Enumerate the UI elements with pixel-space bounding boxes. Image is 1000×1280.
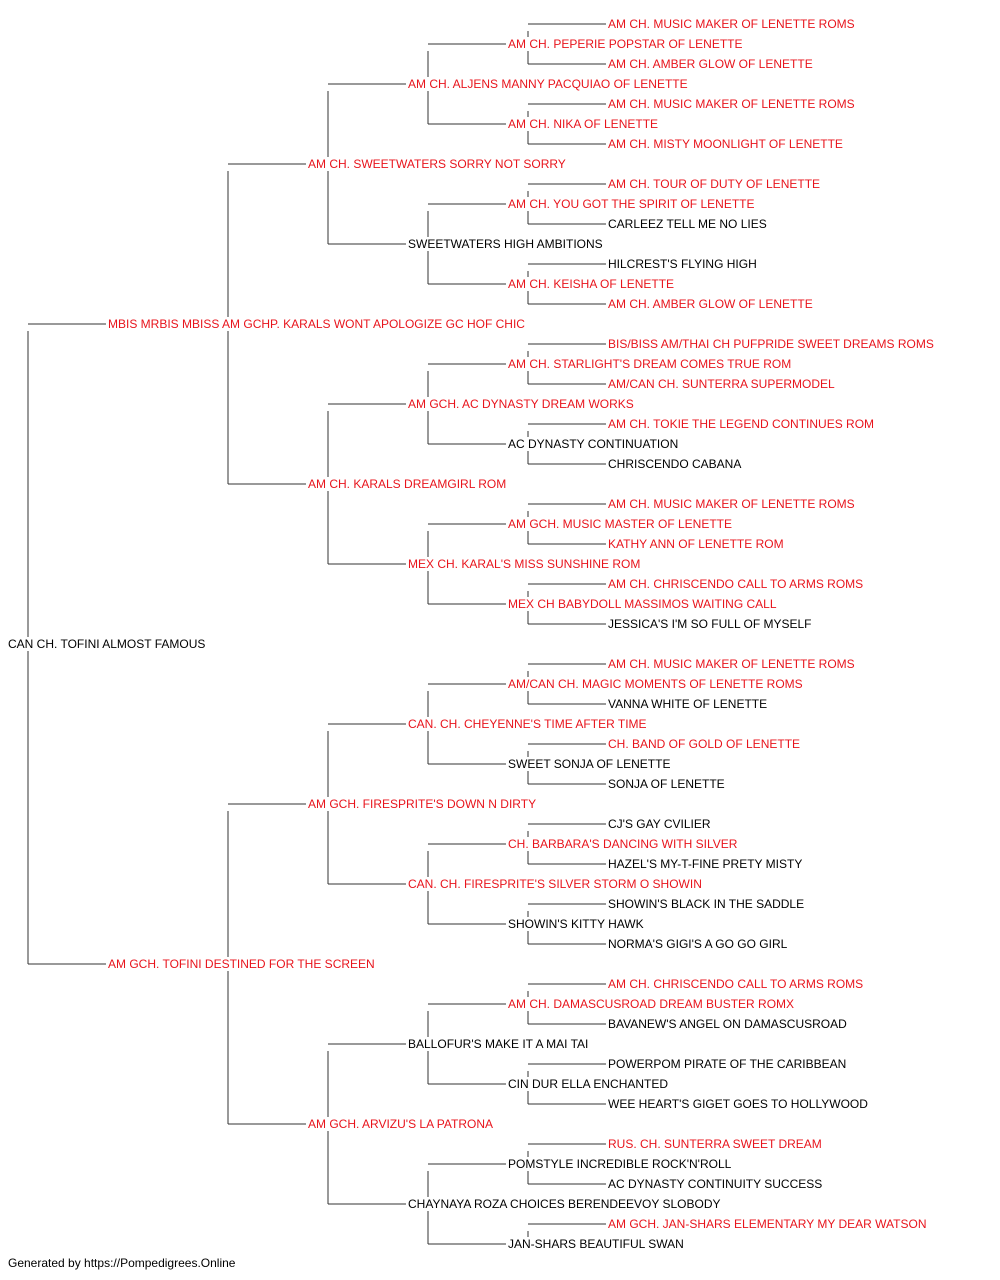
pedigree-dog-name: AM/CAN CH. MAGIC MOMENTS OF LENETTE ROMS [508, 677, 803, 691]
pedigree-dog-name: AM CH. CHRISCENDO CALL TO ARMS ROMS [608, 577, 863, 591]
pedigree-dog-name: JAN-SHARS BEAUTIFUL SWAN [508, 1237, 684, 1250]
pedigree-dog-name: AM CH. AMBER GLOW OF LENETTE [608, 57, 813, 71]
pedigree-dog-name: AM GCH. TOFINI DESTINED FOR THE SCREEN [108, 957, 375, 971]
pedigree-dog-name: CH. BAND OF GOLD OF LENETTE [608, 737, 800, 751]
pedigree-dog-name: AM CH. AMBER GLOW OF LENETTE [608, 297, 813, 311]
pedigree-dog-name: MEX CH BABYDOLL MASSIMOS WAITING CALL [508, 597, 777, 611]
pedigree-dog-name: CH. BARBARA'S DANCING WITH SILVER [508, 837, 738, 851]
pedigree-dog-name: AM/CAN CH. SUNTERRA SUPERMODEL [608, 377, 835, 391]
pedigree-dog-name: AM CH. MUSIC MAKER OF LENETTE ROMS [608, 497, 855, 511]
pedigree-dog-name: AM CH. PEPERIE POPSTAR OF LENETTE [508, 37, 743, 51]
pedigree-dog-name: VANNA WHITE OF LENETTE [608, 697, 767, 711]
pedigree-dog-name: BAVANEW'S ANGEL ON DAMASCUSROAD [608, 1017, 847, 1031]
footer-credit: Generated by https://Pompedigrees.Online [8, 1256, 236, 1270]
pedigree-dog-name: AM CH. YOU GOT THE SPIRIT OF LENETTE [508, 197, 755, 211]
pedigree-dog-name: AM CH. TOKIE THE LEGEND CONTINUES ROM [608, 417, 874, 431]
pedigree-dog-name: AM GCH. MUSIC MASTER OF LENETTE [508, 517, 732, 531]
pedigree-dog-name: SONJA OF LENETTE [608, 777, 725, 791]
pedigree-dog-name: HILCREST'S FLYING HIGH [608, 257, 757, 271]
pedigree-dog-name: SHOWIN'S KITTY HAWK [508, 917, 644, 931]
pedigree-dog-name: AM CH. MUSIC MAKER OF LENETTE ROMS [608, 97, 855, 111]
pedigree-dog-name: AM CH. KARALS DREAMGIRL ROM [308, 477, 506, 491]
pedigree-dog-name: AM CH. TOUR OF DUTY OF LENETTE [608, 177, 820, 191]
pedigree-dog-name: CAN. CH. FIRESPRITE'S SILVER STORM O SHO… [408, 877, 702, 891]
pedigree-dog-name: AM CH. DAMASCUSROAD DREAM BUSTER ROMX [508, 997, 794, 1011]
pedigree-dog-name: AM CH. ALJENS MANNY PACQUIAO OF LENETTE [408, 77, 688, 91]
pedigree-dog-name: CAN. CH. CHEYENNE'S TIME AFTER TIME [408, 717, 647, 731]
pedigree-dog-name: POWERPOM PIRATE OF THE CARIBBEAN [608, 1057, 846, 1071]
pedigree-dog-name: JESSICA'S I'M SO FULL OF MYSELF [608, 617, 812, 631]
pedigree-tree: CAN CH. TOFINI ALMOST FAMOUS MBIS MRBIS M… [8, 17, 934, 1250]
pedigree-dog-name: AM CH. KEISHA OF LENETTE [508, 277, 674, 291]
pedigree-dog-name: CARLEEZ TELL ME NO LIES [608, 217, 767, 231]
pedigree-dog-name: AM CH. SWEETWATERS SORRY NOT SORRY [308, 157, 566, 171]
pedigree-dog-name: SHOWIN'S BLACK IN THE SADDLE [608, 897, 804, 911]
pedigree-dog-name: AM CH. CHRISCENDO CALL TO ARMS ROMS [608, 977, 863, 991]
pedigree-dog-name: POMSTYLE INCREDIBLE ROCK'N'ROLL [508, 1157, 732, 1171]
pedigree-dog-name: BALLOFUR'S MAKE IT A MAI TAI [408, 1037, 588, 1051]
pedigree-dog-name: SWEETWATERS HIGH AMBITIONS [408, 237, 603, 251]
pedigree-dog-name: KATHY ANN OF LENETTE ROM [608, 537, 784, 551]
pedigree-dog-name: AC DYNASTY CONTINUATION [508, 437, 678, 451]
pedigree-dog-name: AM CH. NIKA OF LENETTE [508, 117, 658, 131]
pedigree-dog-name: AM CH. MISTY MOONLIGHT OF LENETTE [608, 137, 843, 151]
pedigree-dog-name: NORMA'S GIGI'S A GO GO GIRL [608, 937, 788, 951]
pedigree-dog-name: CHRISCENDO CABANA [608, 457, 741, 471]
pedigree-dog-name: WEE HEART'S GIGET GOES TO HOLLYWOOD [608, 1097, 868, 1111]
pedigree-dog-name: CJ'S GAY CVILIER [608, 817, 711, 831]
pedigree-dog-name: AM CH. MUSIC MAKER OF LENETTE ROMS [608, 657, 855, 671]
pedigree-dog-name: AC DYNASTY CONTINUITY SUCCESS [608, 1177, 822, 1191]
pedigree-dog-name: BIS/BISS AM/THAI CH PUFPRIDE SWEET DREAM… [608, 337, 934, 351]
pedigree-dog-name: MBIS MRBIS MBISS AM GCHP. KARALS WONT AP… [108, 317, 525, 331]
pedigree-dog-name: AM CH. MUSIC MAKER OF LENETTE ROMS [608, 17, 855, 31]
pedigree-dog-name: CHAYNAYA ROZA CHOICES BERENDEEVOY SLOBOD… [408, 1197, 721, 1211]
pedigree-dog-name: MEX CH. KARAL'S MISS SUNSHINE ROM [408, 557, 640, 571]
pedigree-dog-name: CIN DUR ELLA ENCHANTED [508, 1077, 668, 1091]
pedigree-dog-name: AM GCH. FIRESPRITE'S DOWN N DIRTY [308, 797, 536, 811]
pedigree-dog-name: AM GCH. JAN-SHARS ELEMENTARY MY DEAR WAT… [608, 1217, 927, 1231]
pedigree-dog-name: AM CH. STARLIGHT'S DREAM COMES TRUE ROM [508, 357, 791, 371]
pedigree-dog-name: CAN CH. TOFINI ALMOST FAMOUS [8, 637, 205, 651]
pedigree-dog-name: AM GCH. ARVIZU'S LA PATRONA [308, 1117, 493, 1131]
pedigree-dog-name: RUS. CH. SUNTERRA SWEET DREAM [608, 1137, 822, 1151]
pedigree-dog-name: AM GCH. AC DYNASTY DREAM WORKS [408, 397, 634, 411]
pedigree-dog-name: SWEET SONJA OF LENETTE [508, 757, 670, 771]
pedigree-dog-name: HAZEL'S MY-T-FINE PRETY MISTY [608, 857, 802, 871]
